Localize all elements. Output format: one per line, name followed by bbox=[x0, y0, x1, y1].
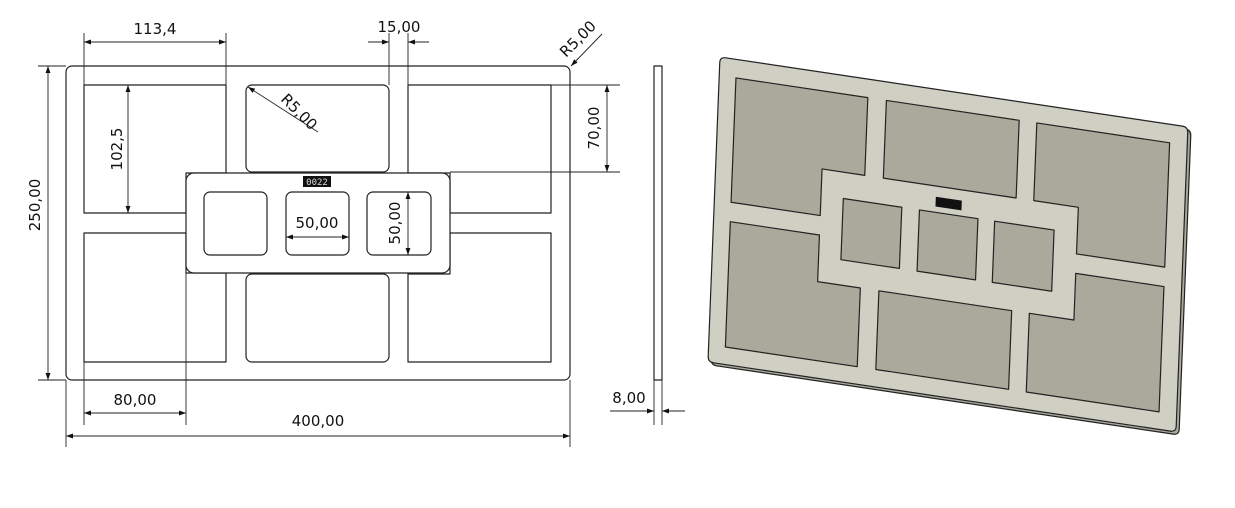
square-hole-middle bbox=[285, 191, 350, 256]
front-view: 0022 bbox=[65, 65, 571, 381]
dim-total-height: 250,00 bbox=[26, 179, 44, 232]
hole-bottom-middle bbox=[245, 273, 390, 363]
hole-bottom-right bbox=[407, 232, 552, 363]
side-view bbox=[653, 65, 663, 381]
dim-hole-height: 102,5 bbox=[108, 128, 126, 171]
part-label: 0022 bbox=[306, 178, 328, 188]
part-label-plate bbox=[303, 176, 331, 187]
isometric-view bbox=[708, 57, 1191, 435]
square-hole-left bbox=[203, 191, 268, 256]
plate-3d bbox=[708, 57, 1188, 432]
dim-web-width: 15,00 bbox=[378, 18, 421, 36]
hole-top-middle bbox=[245, 84, 390, 173]
dim-inner-radius: R5,00 bbox=[277, 90, 321, 134]
dim-total-width: 400,00 bbox=[292, 412, 345, 430]
dim-left-offset: 80,00 bbox=[114, 391, 157, 409]
dim-thickness: 8,00 bbox=[612, 389, 645, 407]
square-hole-right bbox=[366, 191, 432, 256]
dim-top-hole-height: 70,00 bbox=[585, 107, 603, 150]
outer-outline bbox=[65, 65, 571, 381]
dim-top-left-width: 113,4 bbox=[134, 20, 177, 38]
center-island bbox=[185, 172, 451, 274]
dim-square-width: 50,00 bbox=[296, 214, 339, 232]
dim-outer-radius: R5,00 bbox=[556, 17, 600, 61]
dim-square-height: 50,00 bbox=[386, 202, 404, 245]
